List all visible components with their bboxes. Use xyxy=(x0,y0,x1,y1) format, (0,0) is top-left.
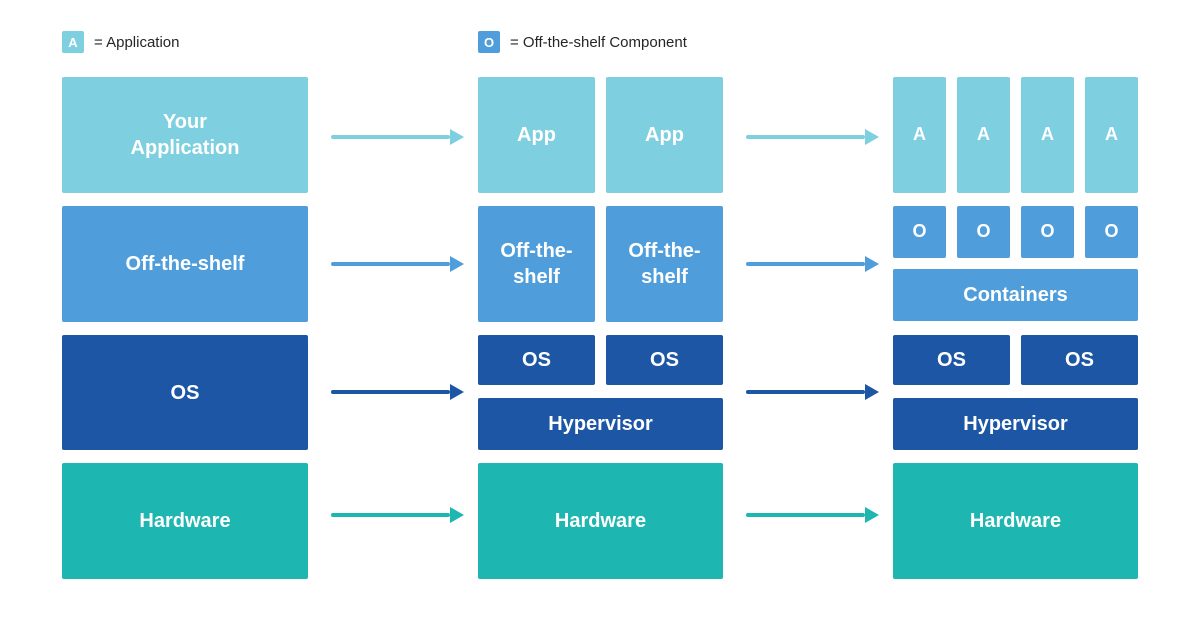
arrow-os-1 xyxy=(331,390,450,394)
container-app-box-1: A xyxy=(893,77,946,193)
off-the-shelf-legend-chip: O xyxy=(478,31,500,53)
container-component-box-3: O xyxy=(1021,206,1074,258)
legend-off-the-shelf: O = Off-the-shelf Component xyxy=(478,31,687,53)
traditional-os-box: OS xyxy=(62,335,308,450)
legend-application: A = Application xyxy=(62,31,179,53)
traditional-your-application-box: Your Application xyxy=(62,77,308,193)
virtualized-hypervisor-box: Hypervisor xyxy=(478,398,723,450)
arrow-application-2 xyxy=(746,135,865,139)
off-the-shelf-legend-label: = Off-the-shelf Component xyxy=(510,33,687,51)
traditional-hardware-box: Hardware xyxy=(62,463,308,579)
containers-box: Containers xyxy=(893,269,1138,321)
container-app-box-3: A xyxy=(1021,77,1074,193)
container-component-box-1: O xyxy=(893,206,946,258)
containerized-hypervisor-box: Hypervisor xyxy=(893,398,1138,450)
virtualized-hardware-box: Hardware xyxy=(478,463,723,579)
containerized-os-box-2: OS xyxy=(1021,335,1138,385)
arrow-os-2 xyxy=(746,390,865,394)
virtualized-os-box-1: OS xyxy=(478,335,595,385)
arrow-off-the-shelf-2 xyxy=(746,262,865,266)
container-app-box-2: A xyxy=(957,77,1010,193)
application-legend-label: = Application xyxy=(94,33,180,51)
container-app-box-4: A xyxy=(1085,77,1138,193)
container-component-box-4: O xyxy=(1085,206,1138,258)
virtualized-app-box-2: App xyxy=(606,77,723,193)
containerized-os-box-1: OS xyxy=(893,335,1010,385)
arrow-hardware-1 xyxy=(331,513,450,517)
virtualized-off-the-shelf-box-1: Off-the- shelf xyxy=(478,206,595,322)
application-legend-chip: A xyxy=(62,31,84,53)
virtualized-os-box-2: OS xyxy=(606,335,723,385)
arrow-off-the-shelf-1 xyxy=(331,262,450,266)
arrow-hardware-2 xyxy=(746,513,865,517)
virtualized-app-box-1: App xyxy=(478,77,595,193)
virtualized-off-the-shelf-box-2: Off-the- shelf xyxy=(606,206,723,322)
containerized-hardware-box: Hardware xyxy=(893,463,1138,579)
traditional-off-the-shelf-box: Off-the-shelf xyxy=(62,206,308,322)
container-component-box-2: O xyxy=(957,206,1010,258)
arrow-application-1 xyxy=(331,135,450,139)
